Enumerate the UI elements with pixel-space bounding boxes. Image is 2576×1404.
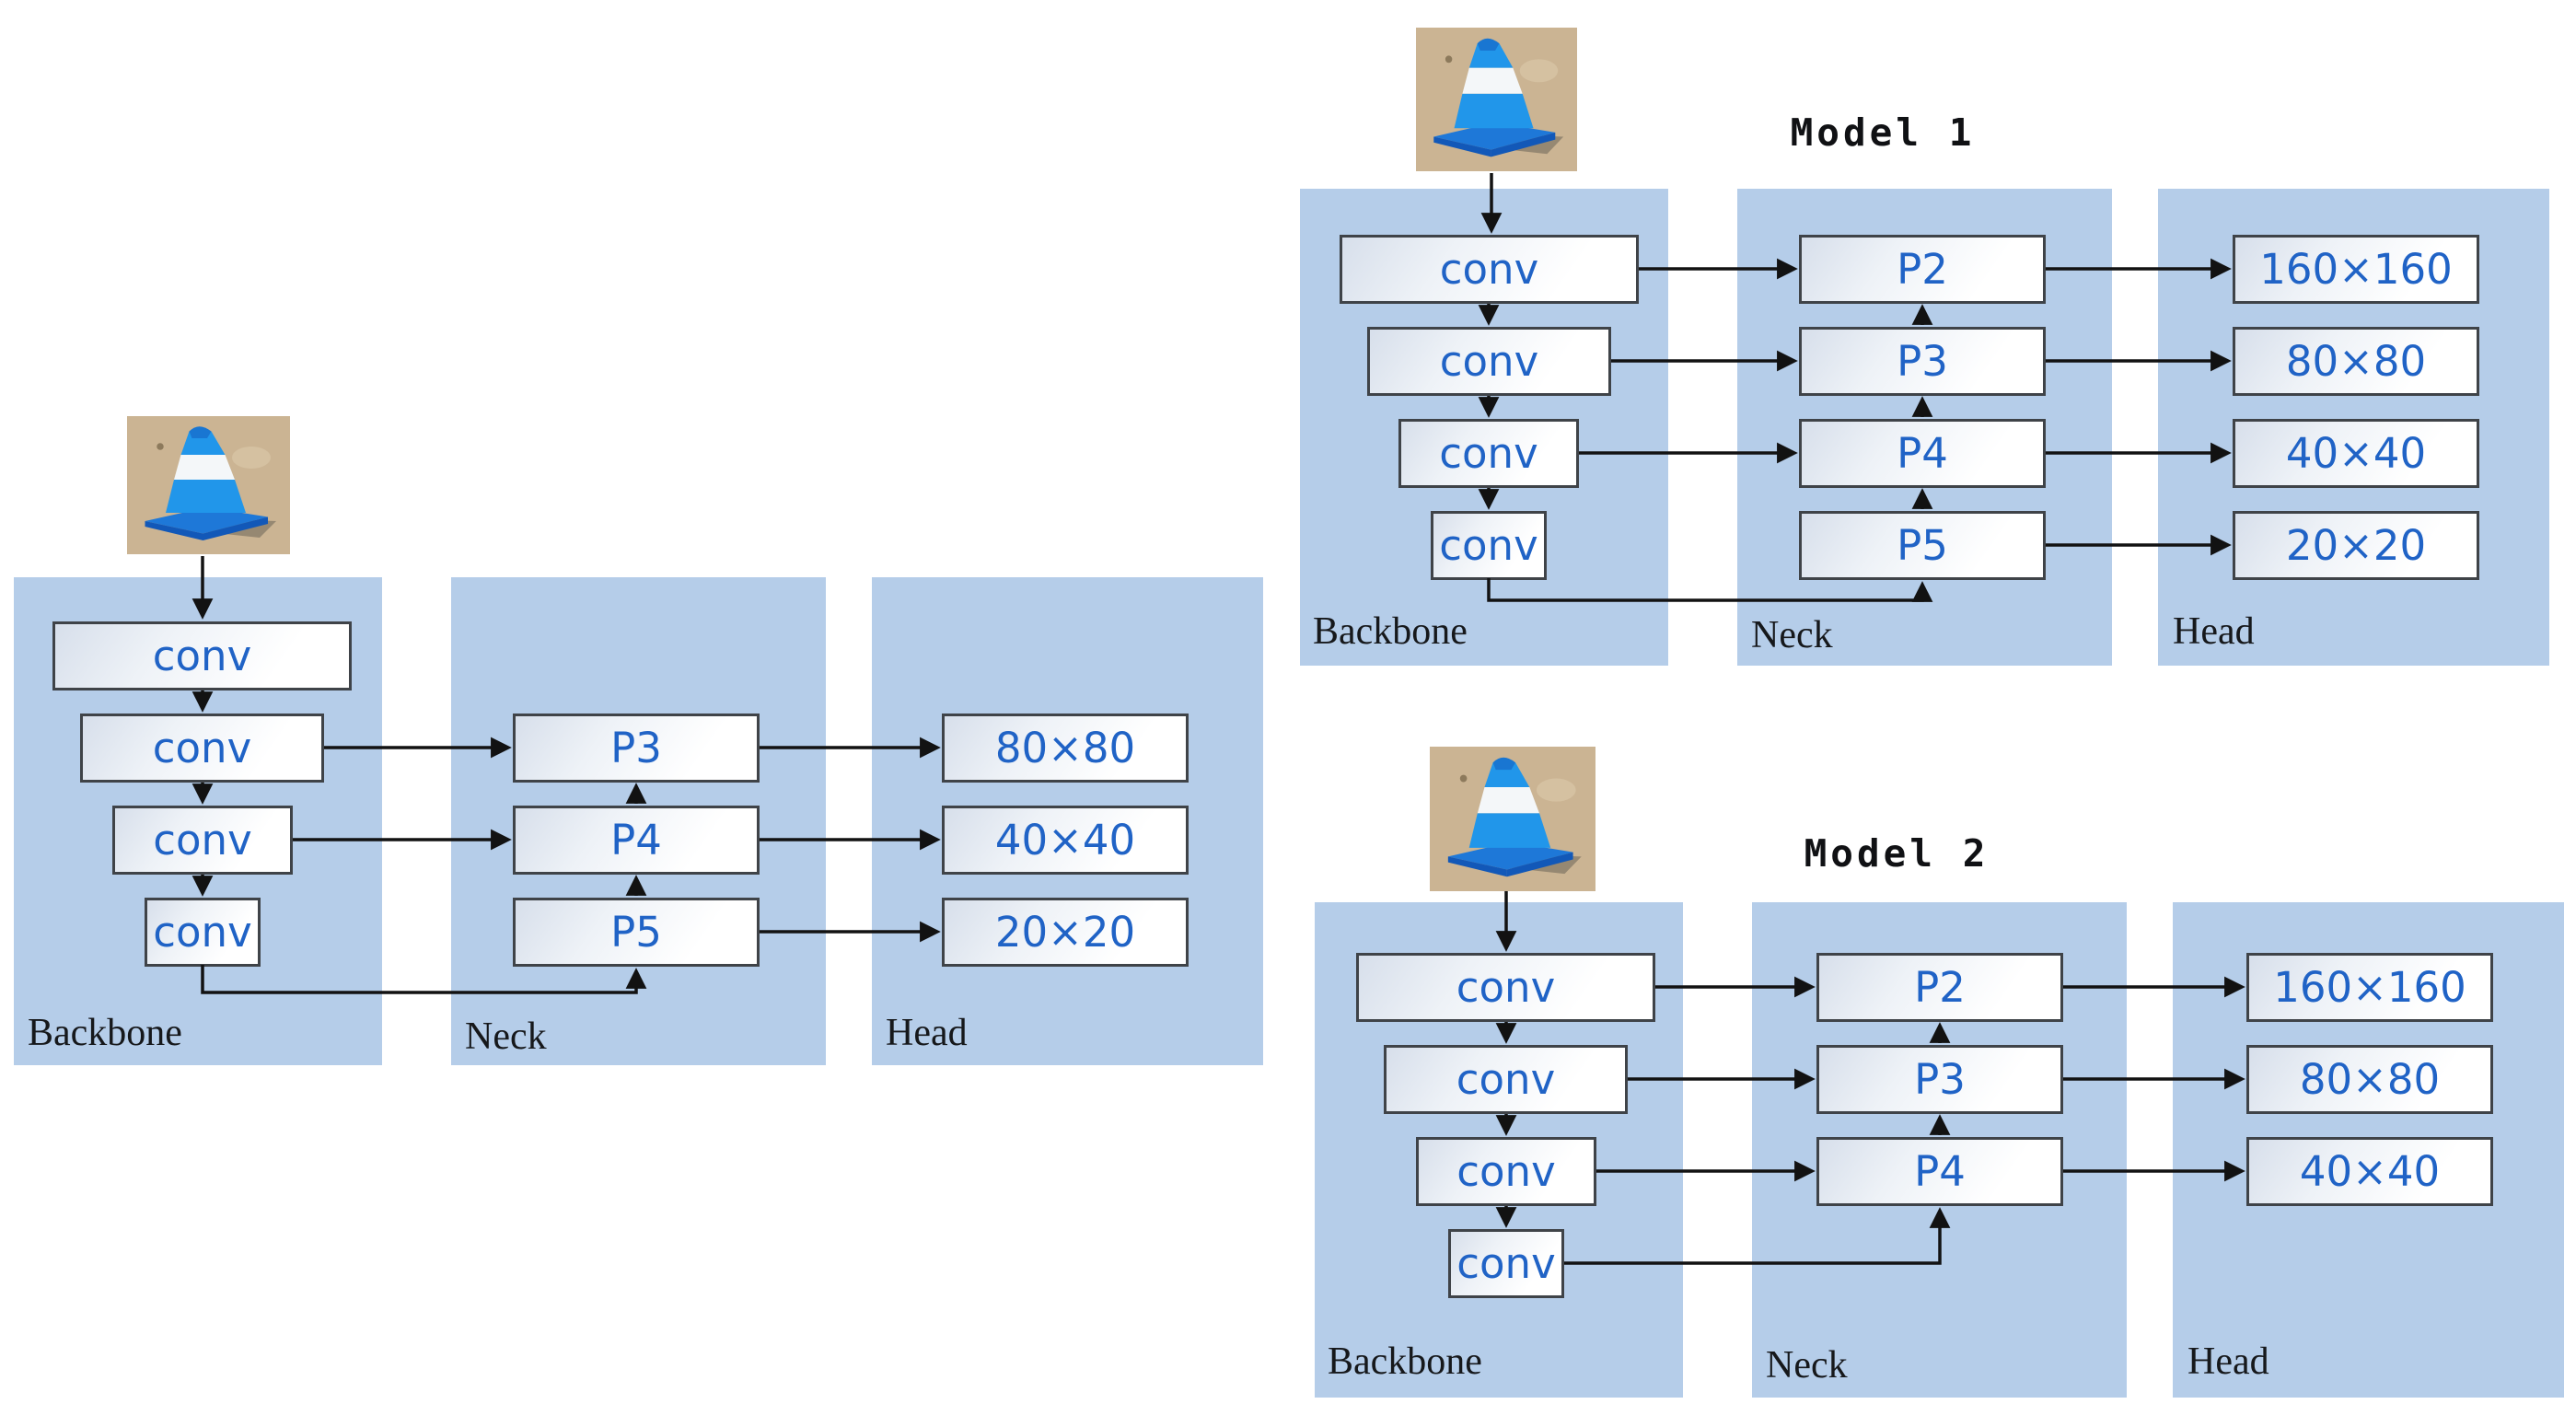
model2-neck-p4: P4	[1816, 1137, 2063, 1206]
model1-head-20x20-label: 20×20	[2285, 521, 2427, 570]
model2-head-label: Head	[2187, 1340, 2269, 1383]
model1-neck-p5-label: P5	[1897, 521, 1948, 570]
model1-neck-p3: P3	[1799, 327, 2046, 396]
model1-neck-p2-label: P2	[1897, 245, 1948, 294]
baseline-neck-p5: P5	[513, 898, 760, 967]
baseline-conv-3-label: conv	[153, 816, 252, 864]
model2-head-160x160-label: 160×160	[2273, 963, 2466, 1012]
model1-conv-1-label: conv	[1439, 245, 1539, 294]
baseline-head-80x80-label: 80×80	[994, 724, 1136, 772]
model2-head-160x160: 160×160	[2246, 953, 2493, 1022]
model1-head-label: Head	[2173, 610, 2255, 653]
model2-neck-label: Neck	[1766, 1344, 1848, 1387]
baseline-conv-3: conv	[112, 806, 293, 875]
model2-conv-1: conv	[1356, 953, 1655, 1022]
baseline-neck-p3-label: P3	[610, 724, 662, 772]
model1-neck-p4-label: P4	[1897, 429, 1948, 478]
model2-title: Model 2	[1804, 831, 1990, 876]
model2-head-80x80-label: 80×80	[2299, 1055, 2441, 1104]
baseline-conv-4: conv	[145, 898, 261, 967]
model1-conv-3: conv	[1398, 419, 1579, 488]
model2-backbone-label: Backbone	[1328, 1340, 1482, 1383]
baseline-input-traffic-cone-image	[127, 416, 290, 554]
model2-neck-p4-label: P4	[1914, 1147, 1966, 1196]
model1-title: Model 1	[1790, 110, 1976, 155]
baseline-neck-p4: P4	[513, 806, 760, 875]
model2-neck-p3: P3	[1816, 1045, 2063, 1114]
model2-head-80x80: 80×80	[2246, 1045, 2493, 1114]
model2-input-traffic-cone-image	[1430, 747, 1595, 891]
model1-neck-p3-label: P3	[1897, 337, 1948, 386]
model1-neck-p2: P2	[1799, 235, 2046, 304]
model1-head-160x160: 160×160	[2233, 235, 2479, 304]
baseline-neck-p3: P3	[513, 714, 760, 783]
model1-head-80x80-label: 80×80	[2285, 337, 2427, 386]
model1-head-160x160-label: 160×160	[2259, 245, 2453, 294]
model1-conv-1: conv	[1340, 235, 1639, 304]
model1-conv-2: conv	[1367, 327, 1611, 396]
model1-head-40x40-label: 40×40	[2285, 429, 2427, 478]
baseline-head-20x20: 20×20	[942, 898, 1189, 967]
model2-conv-4: conv	[1448, 1229, 1564, 1298]
baseline-conv-1: conv	[52, 621, 352, 690]
model1-neck-label: Neck	[1751, 614, 1833, 656]
baseline-head-40x40: 40×40	[942, 806, 1189, 875]
model1-head-20x20: 20×20	[2233, 511, 2479, 580]
baseline-conv-2: conv	[80, 714, 324, 783]
model2-conv-3-label: conv	[1456, 1147, 1556, 1196]
model2-neck-p3-label: P3	[1914, 1055, 1966, 1104]
model1-conv-2-label: conv	[1439, 337, 1539, 386]
model2-conv-2: conv	[1384, 1045, 1628, 1114]
baseline-head-40x40-label: 40×40	[994, 816, 1136, 864]
baseline-conv-4-label: conv	[153, 908, 252, 957]
model2-head-40x40: 40×40	[2246, 1137, 2493, 1206]
model1-head-40x40: 40×40	[2233, 419, 2479, 488]
model1-input-traffic-cone-image	[1416, 28, 1577, 171]
baseline-conv-1-label: conv	[152, 632, 252, 680]
model2-conv-1-label: conv	[1456, 963, 1556, 1012]
baseline-backbone-label: Backbone	[28, 1012, 182, 1054]
model1-head-80x80: 80×80	[2233, 327, 2479, 396]
model1-conv-3-label: conv	[1439, 429, 1538, 478]
baseline-neck-p5-label: P5	[610, 908, 662, 957]
baseline-head-80x80: 80×80	[942, 714, 1189, 783]
model2-conv-3: conv	[1416, 1137, 1596, 1206]
model2-conv-4-label: conv	[1456, 1239, 1556, 1288]
model2-neck-p2: P2	[1816, 953, 2063, 1022]
model1-conv-4: conv	[1431, 511, 1547, 580]
baseline-head-20x20-label: 20×20	[994, 908, 1136, 957]
model1-backbone-label: Backbone	[1313, 610, 1468, 653]
baseline-neck-label: Neck	[465, 1015, 547, 1058]
model2-neck-p2-label: P2	[1914, 963, 1966, 1012]
model1-conv-4-label: conv	[1439, 521, 1538, 570]
model2-head-40x40-label: 40×40	[2299, 1147, 2441, 1196]
baseline-head-label: Head	[886, 1012, 968, 1054]
model1-neck-p5: P5	[1799, 511, 2046, 580]
model1-neck-p4: P4	[1799, 419, 2046, 488]
baseline-neck-p4-label: P4	[610, 816, 662, 864]
model2-conv-2-label: conv	[1456, 1055, 1556, 1104]
baseline-conv-2-label: conv	[152, 724, 252, 772]
